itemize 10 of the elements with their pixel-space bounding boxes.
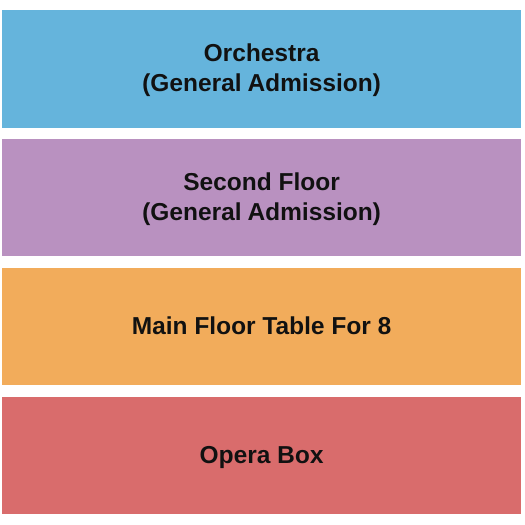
section-name: Orchestra [204, 39, 320, 69]
section-name: Second Floor [183, 168, 340, 198]
admission-note: (General Admission) [142, 198, 381, 228]
seating-section [2, 268, 521, 385]
seating-section [2, 10, 521, 128]
section-name: Opera Box [200, 440, 324, 470]
admission-note: (General Admission) [142, 69, 381, 99]
seating-section [2, 139, 521, 256]
section-name: Main Floor Table For 8 [132, 312, 392, 342]
seating-section [2, 397, 521, 514]
